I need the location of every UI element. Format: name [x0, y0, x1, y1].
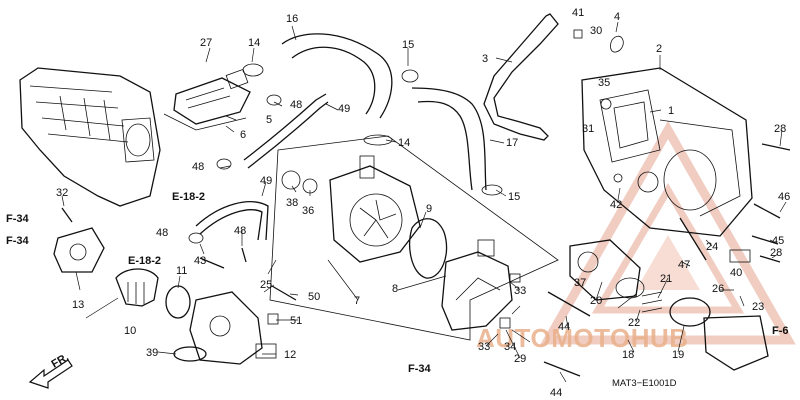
part-label: 19: [672, 349, 684, 361]
part-label: 6: [240, 129, 246, 141]
part-label: 17: [506, 137, 518, 149]
part-label: 1: [668, 105, 674, 117]
part-label: 48: [234, 225, 246, 237]
part-label: 12: [284, 349, 296, 361]
part-label: 32: [56, 187, 68, 199]
part-label: 28: [774, 123, 786, 135]
part-label: 42: [610, 199, 622, 211]
part-label: 24: [706, 241, 718, 253]
part-label: 29: [514, 353, 526, 365]
thermostat-10-drawing: [115, 268, 159, 307]
hose-17-drawing: [411, 87, 487, 191]
part-label: 43: [194, 255, 206, 267]
part-label: 35: [598, 77, 610, 89]
hose-16-drawing: [281, 33, 393, 119]
part-label: 34: [504, 341, 516, 353]
part-label: 39: [146, 347, 158, 359]
engine-block-drawing: [19, 67, 161, 207]
part-label: 9: [426, 203, 432, 215]
part-label: 15: [508, 191, 520, 203]
part-label: 48: [290, 99, 302, 111]
part-label: 4: [614, 11, 620, 23]
part-label: 16: [286, 13, 298, 25]
watermark-text: AUTOMOTOHUB: [476, 323, 689, 353]
ref-label: F-34: [408, 363, 432, 375]
part-label: 23: [752, 301, 764, 313]
housing-12-drawing: [189, 291, 277, 365]
part-label: 11: [176, 265, 187, 277]
part-label: 14: [398, 137, 410, 149]
radiator-cover-drawing: [581, 67, 753, 237]
front-direction-arrow: [28, 359, 73, 389]
part-label: 20: [590, 295, 602, 307]
part-label: 14: [248, 37, 260, 49]
part-label: 25: [260, 279, 272, 291]
part-label: 33: [478, 341, 490, 353]
part-label: 50: [308, 291, 320, 303]
part-label: 44: [550, 387, 562, 399]
part-label: 47: [678, 259, 690, 271]
part-label: 49: [260, 175, 272, 187]
watermark-logo: [540, 120, 796, 345]
pump-outline-box: [269, 135, 559, 341]
part-label: 33: [514, 285, 526, 297]
bolts-drawing: [61, 143, 791, 377]
drawing-code: MAT3−E1001D: [612, 378, 677, 389]
ref-label: F-34: [6, 235, 30, 247]
part-label: 3: [482, 53, 488, 65]
gasket-3-drawing: [483, 13, 559, 141]
part-label: 26: [712, 283, 724, 295]
part-label: 21: [660, 273, 672, 285]
part-label: 31: [582, 123, 594, 135]
o-ring-39-drawing: [173, 346, 207, 362]
part-label: 38: [286, 197, 298, 209]
part-label: 49: [338, 103, 350, 115]
part-label: 30: [590, 25, 602, 37]
part-label: 10: [124, 325, 136, 337]
part-label: 44: [558, 321, 570, 333]
hose-49-drawing: [195, 93, 329, 241]
part-label: 48: [156, 227, 168, 239]
part-label: 8: [392, 283, 398, 295]
part-label: 28: [770, 247, 782, 259]
flange-13-drawing: [53, 227, 105, 273]
part-label: 2: [656, 43, 662, 55]
part-label: 45: [772, 235, 784, 247]
rear-assembly-drawing: [569, 239, 769, 371]
ref-label: F-34: [6, 213, 30, 225]
thermostat-cover-drawing: [163, 68, 251, 131]
part-label: 5: [266, 114, 272, 126]
o-ring-11-drawing: [165, 285, 191, 319]
ref-label: E-18-2: [128, 255, 161, 267]
pump-gasket-9-drawing: [409, 218, 448, 279]
part-label: 13: [72, 299, 84, 311]
part-label: 27: [200, 37, 212, 49]
part-label: 46: [778, 191, 790, 203]
part-labels: 1 2 3 4 5 6 7 8 9 10 11 12 13 14 14 15 1…: [56, 7, 790, 399]
part-label: 22: [628, 317, 640, 329]
pump-cover-8-drawing: [441, 239, 513, 331]
part-label: 18: [622, 349, 634, 361]
ref-label: F-6: [772, 325, 789, 337]
clamps-drawing: [188, 29, 624, 329]
part-label: 41: [572, 7, 584, 19]
leader-lines: [61, 21, 787, 383]
part-label: 36: [302, 205, 314, 217]
ref-label: E-18-2: [172, 191, 205, 203]
part-label: 7: [354, 295, 360, 307]
part-label: 15: [402, 39, 414, 51]
part-label: 51: [290, 315, 302, 327]
part-label: 48: [192, 161, 204, 173]
part-label: 37: [574, 277, 586, 289]
part-label: 40: [730, 267, 742, 279]
